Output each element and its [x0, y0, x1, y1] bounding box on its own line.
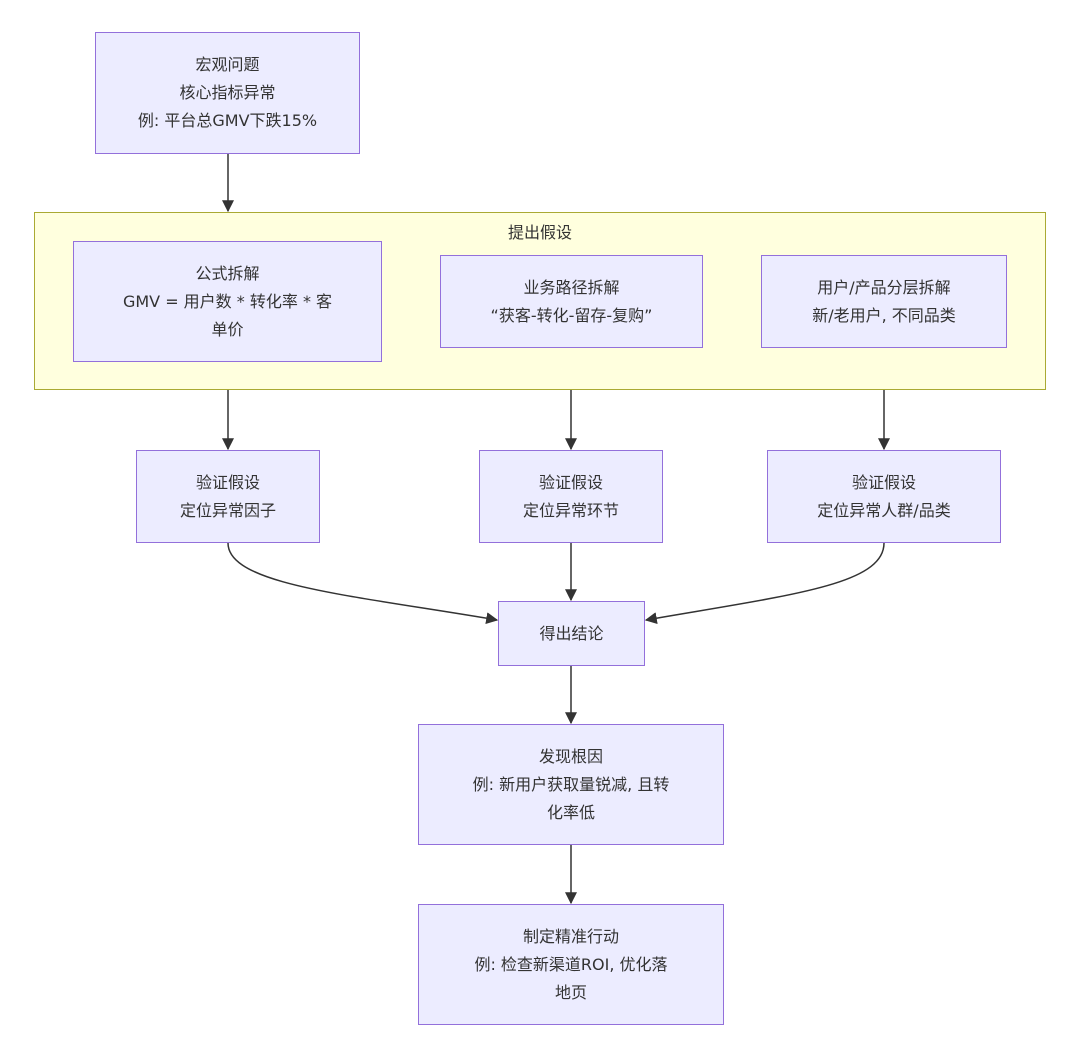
node-business-path-breakdown-text: 业务路径拆解 “获客-转化-留存-复购” [490, 277, 653, 325]
node-business-path-breakdown: 业务路径拆解 “获客-转化-留存-复购” [440, 255, 703, 348]
edge-verify1-to-conclusion [227, 542, 499, 625]
node-action: 制定精准行动 例: 检查新渠道ROI, 优化落 地页 [418, 904, 724, 1025]
node-root-cause: 发现根因 例: 新用户获取量锐减, 且转 化率低 [418, 724, 724, 845]
node-verify-factor-text: 验证假设 定位异常因子 [179, 472, 276, 520]
node-root-cause-text: 发现根因 例: 新用户获取量锐减, 且转 化率低 [472, 746, 670, 822]
cluster-title: 提出假设 [507, 223, 572, 242]
node-verify-stage-text: 验证假设 定位异常环节 [522, 472, 619, 520]
node-layered-breakdown: 用户/产品分层拆解 新/老用户, 不同品类 [761, 255, 1007, 348]
node-verify-stage: 验证假设 定位异常环节 [479, 450, 663, 543]
node-formula-breakdown-text: 公式拆解 GMV = 用户数 * 转化率 * 客 单价 [122, 263, 333, 339]
node-formula-breakdown: 公式拆解 GMV = 用户数 * 转化率 * 客 单价 [73, 241, 382, 362]
node-macro-problem-text: 宏观问题 核心指标异常 例: 平台总GMV下跌15% [137, 55, 318, 130]
node-layered-breakdown-text: 用户/产品分层拆解 新/老用户, 不同品类 [812, 277, 956, 325]
node-conclusion: 得出结论 [498, 601, 645, 666]
node-verify-segment: 验证假设 定位异常人群/品类 [767, 450, 1001, 543]
node-verify-factor: 验证假设 定位异常因子 [136, 450, 320, 543]
edge-verify3-to-conclusion [644, 542, 885, 625]
node-action-text: 制定精准行动 例: 检查新渠道ROI, 优化落 地页 [474, 926, 668, 1002]
node-macro-problem: 宏观问题 核心指标异常 例: 平台总GMV下跌15% [95, 32, 360, 154]
node-conclusion-text: 得出结论 [539, 623, 604, 643]
node-verify-segment-text: 验证假设 定位异常人群/品类 [817, 472, 951, 520]
